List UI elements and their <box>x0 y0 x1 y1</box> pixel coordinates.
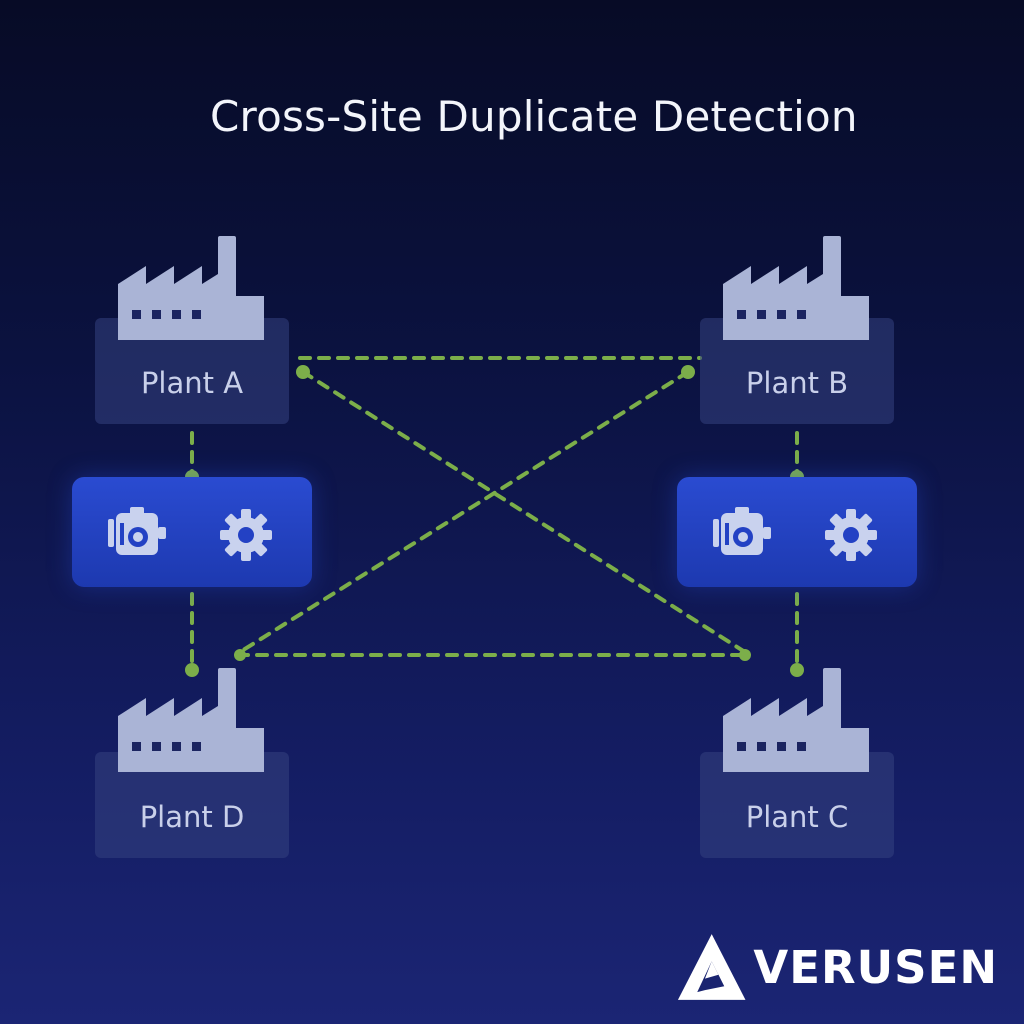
factory-icon <box>723 668 869 772</box>
plant-c-card[interactable]: Plant C <box>700 752 894 858</box>
plant-c-label: Plant C <box>745 800 849 834</box>
factory-icon <box>118 668 264 772</box>
link-b-d <box>238 370 690 654</box>
node-dot <box>790 663 804 677</box>
page-title: Cross-Site Duplicate Detection <box>210 92 858 141</box>
node-dot <box>185 663 199 677</box>
link-a-c <box>301 370 747 654</box>
plant-a-label: Plant A <box>140 366 244 400</box>
gear-icon <box>220 509 272 561</box>
engine-icon <box>713 507 771 555</box>
brand-logo: VERUSEN <box>676 922 998 1012</box>
plant-d-label: Plant D <box>139 800 245 834</box>
node-dot <box>234 649 246 661</box>
verusen-logo-icon <box>677 934 746 1000</box>
factory-icon <box>118 236 264 340</box>
gear-icon <box>825 509 877 561</box>
equipment-panel-left[interactable] <box>72 477 312 587</box>
node-dot <box>681 365 695 379</box>
factory-icon <box>723 236 869 340</box>
engine-icon <box>108 507 166 555</box>
node-dot <box>739 649 751 661</box>
node-dot <box>296 365 310 379</box>
brand-name: VERUSEN <box>753 940 998 994</box>
plant-b-label: Plant B <box>745 366 849 400</box>
equipment-panel-right[interactable] <box>677 477 917 587</box>
